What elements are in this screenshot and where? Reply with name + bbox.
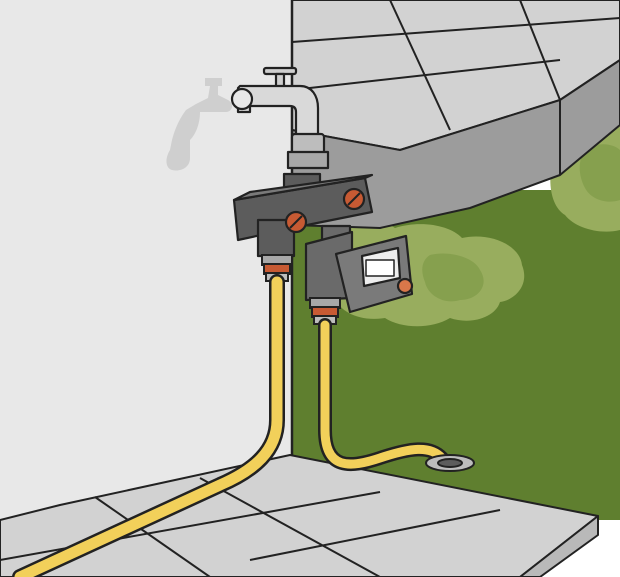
left-hose [12, 274, 285, 577]
ground-outlet [425, 454, 475, 472]
two-way-valve [232, 173, 374, 258]
faucet [230, 66, 330, 194]
timer-display [365, 259, 395, 277]
tap-shadow [166, 78, 233, 171]
front-paving [0, 454, 599, 577]
bush-shading [422, 144, 620, 302]
water-timer [304, 224, 414, 314]
right-hose [318, 318, 449, 471]
timer-dial-knob [396, 277, 414, 295]
